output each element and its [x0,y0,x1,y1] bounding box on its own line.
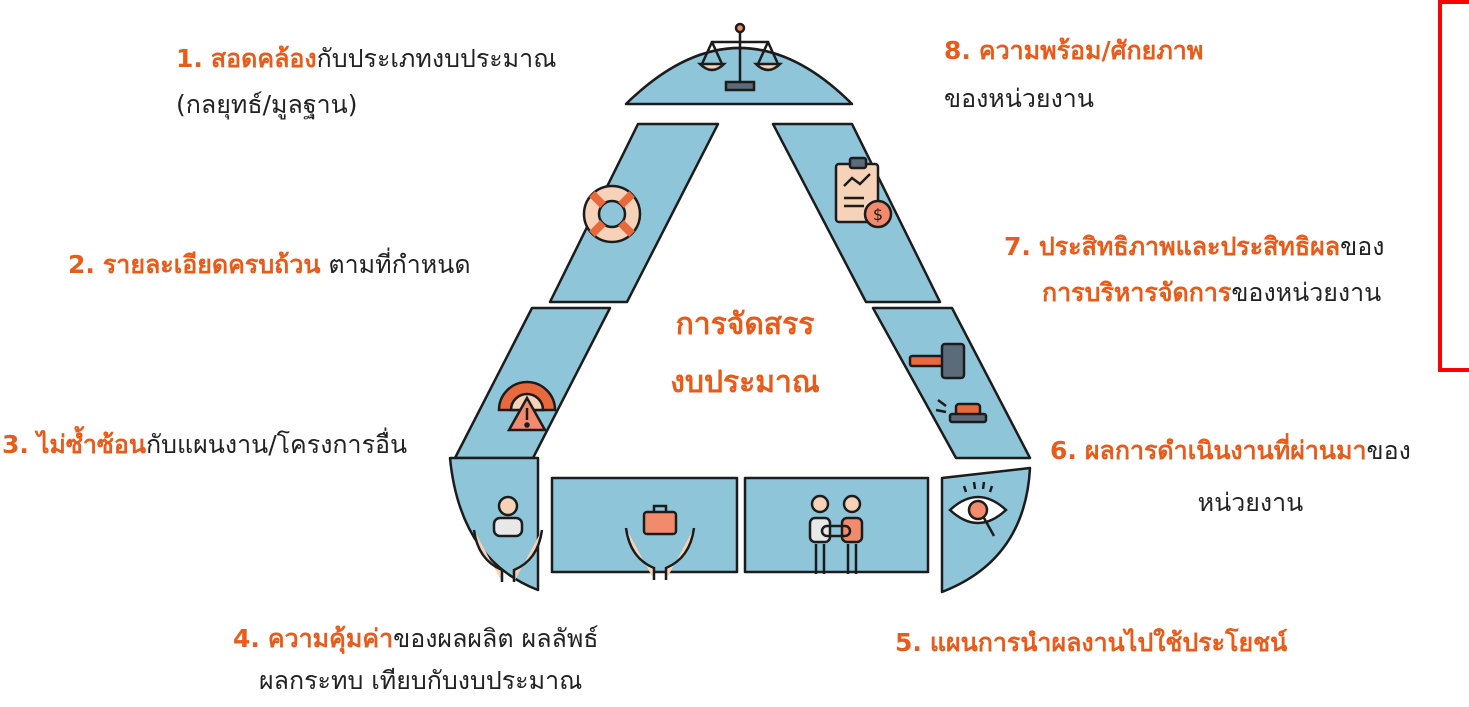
svg-text:$: $ [873,205,883,224]
criterion-4-rest: ของผลผลิต ผลลัพธ์ [393,624,599,653]
criterion-6-line2: หน่วยงาน [1197,488,1304,517]
criterion-8-highlight: ความพร้อม/ศักยภาพ [978,36,1204,65]
criterion-8-line2: ของหน่วยงาน [944,84,1094,113]
center-title: การจัดสรร งบประมาณ [640,296,850,412]
criterion-7: 7. ประสิทธิภาพและประสิทธิผลของ การบริหาร… [1004,230,1384,310]
linked-people-icon [808,494,864,574]
criterion-6-rest: ของ [1366,436,1411,465]
criterion-2: 2. รายละเอียดครบถ้วน ตามที่กำหนด [68,248,471,282]
financial-report-icon: $ [834,156,893,229]
criterion-1-highlight: สอดคล้อง [210,44,317,73]
criterion-3-num: 3. [2,430,29,459]
criterion-4: 4. ความคุ้มค่าของผลผลิต ผลลัพธ์ ผลกระทบ … [233,622,599,698]
criterion-6: 6. ผลการดำเนินงานที่ผ่านมาของ หน่วยงาน [1050,434,1411,520]
criterion-2-highlight: รายละเอียดครบถ้วน [102,250,321,279]
criterion-4-line2: ผลกระทบ เทียบกับงบประมาณ [259,666,583,695]
criterion-7-line2-rest: ของหน่วยงาน [1231,278,1382,307]
criterion-1-num: 1. [176,44,203,73]
lifebuoy-icon [582,184,642,244]
gavel-icon [908,342,988,424]
criterion-3: 3. ไม่ซ้ำซ้อนกับแผนงาน/โครงการอื่น [2,428,407,462]
criterion-7-rest: ของ [1340,232,1385,261]
eye-search-icon [948,481,1008,537]
segment-bottom-right-corner [940,466,1032,594]
warning-gauge-icon [497,380,557,432]
criterion-8: 8. ความพร้อม/ศักยภาพ ของหน่วยงาน [944,34,1203,116]
criterion-1: 1. สอดคล้องกับประเภทงบประมาณ (กลยุทธ์/มู… [176,42,556,122]
criterion-2-num: 2. [68,250,95,279]
hands-briefcase-icon [624,504,696,580]
criterion-4-num: 4. [233,624,260,653]
criterion-3-highlight: ไม่ซ้ำซ้อน [36,430,146,459]
criterion-5: 5. แผนการนำผลงานไปใช้ประโยชน์ [895,626,1287,660]
hands-person-icon [472,495,544,582]
criterion-3-rest: กับแผนงาน/โครงการอื่น [146,430,408,459]
criterion-1-line2: (กลยุทธ์/มูลฐาน) [176,90,358,119]
criterion-5-num: 5. [895,628,922,657]
red-highlight-frame [1438,0,1469,372]
criterion-1-rest: กับประเภทงบประมาณ [316,44,557,73]
criterion-7-num: 7. [1004,232,1031,261]
criterion-8-num: 8. [944,36,971,65]
scales-icon [696,22,784,92]
criterion-4-highlight: ความคุ้มค่า [267,624,394,653]
criterion-7-line2-highlight: การบริหารจัดการ [1042,278,1232,307]
criterion-6-num: 6. [1050,436,1077,465]
center-title-line2: งบประมาณ [670,365,820,400]
criterion-6-highlight: ผลการดำเนินงานที่ผ่านมา [1084,436,1367,465]
criterion-2-rest: ตามที่กำหนด [320,250,471,279]
criterion-5-highlight: แผนการนำผลงานไปใช้ประโยชน์ [929,628,1288,657]
criterion-7-highlight: ประสิทธิภาพและประสิทธิผล [1038,232,1341,261]
segment-right-lower [871,306,1032,460]
center-title-line1: การจัดสรร [675,307,815,342]
